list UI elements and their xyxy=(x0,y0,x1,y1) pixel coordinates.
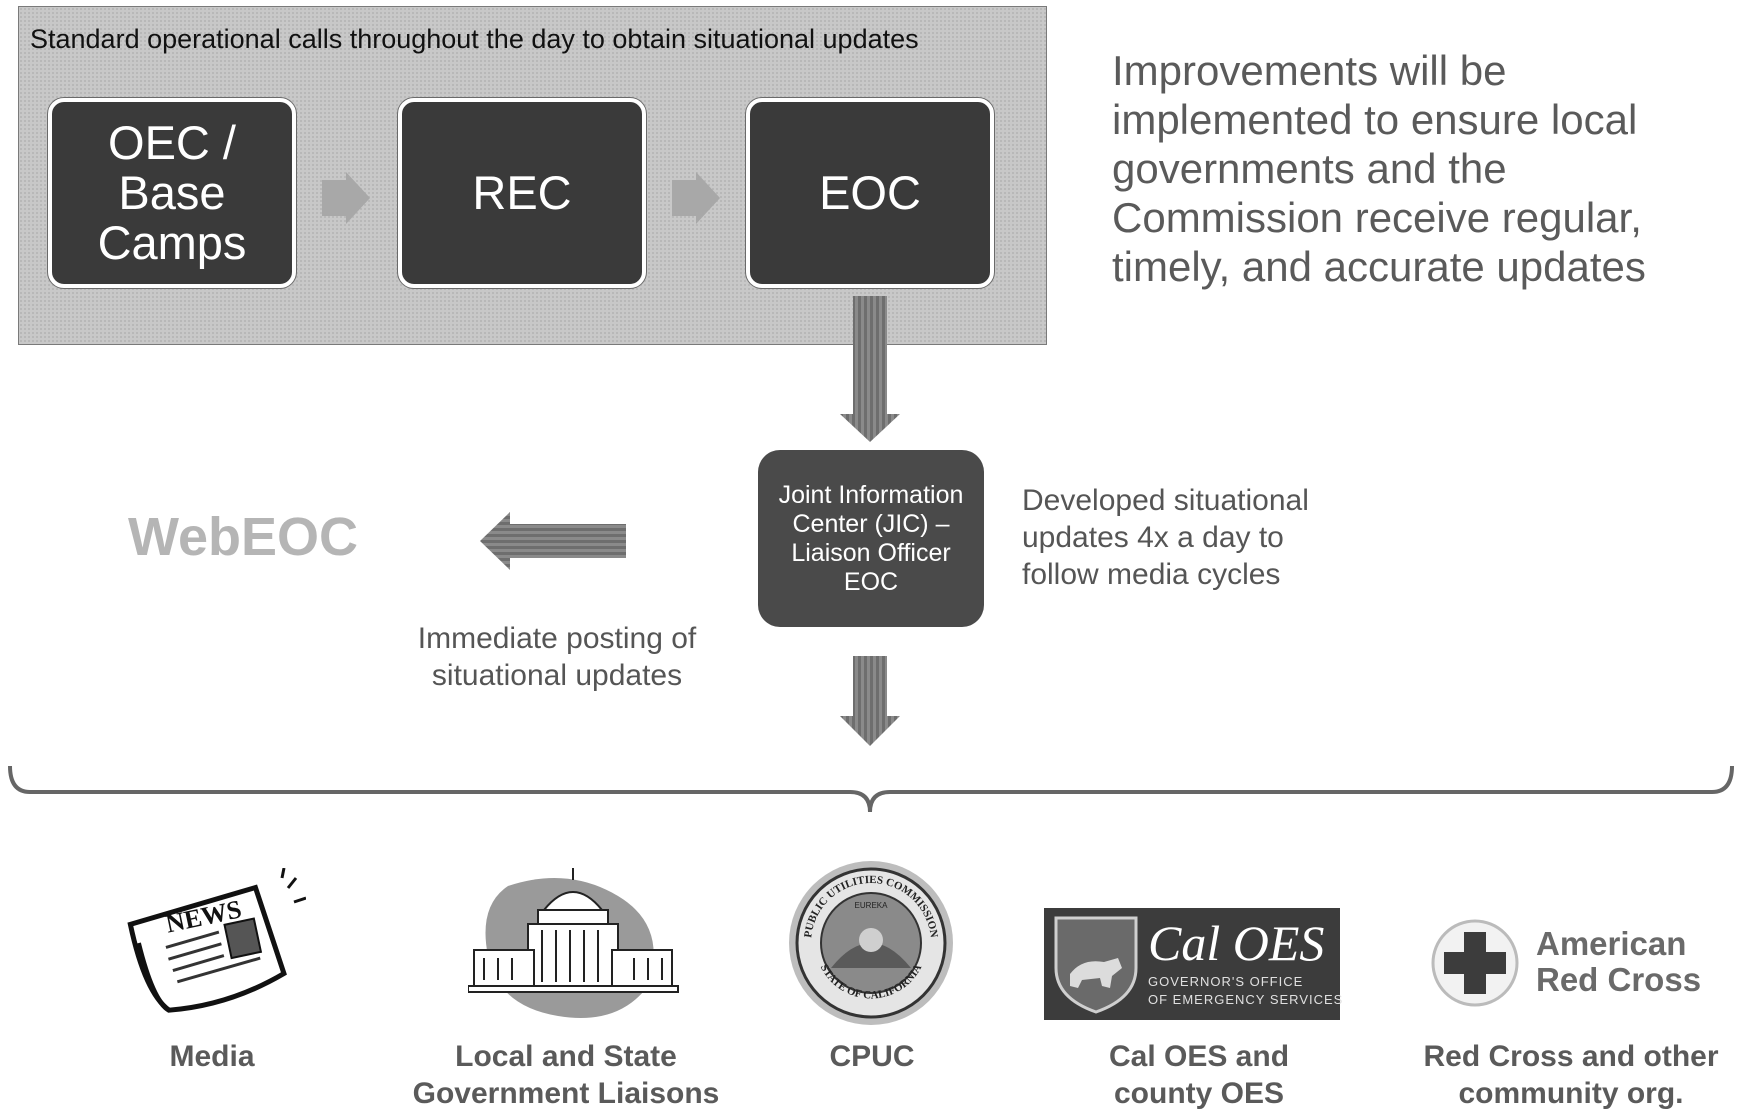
redcross-line1: American xyxy=(1536,925,1687,962)
cal-oes-logo: Cal OES GOVERNOR'S OFFICE OF EMERGENCY S… xyxy=(1044,908,1344,1020)
arrow-jic-to-webeoc xyxy=(480,512,626,570)
flow-chevron-body-1 xyxy=(322,180,346,216)
capitol-building-icon xyxy=(468,868,679,1018)
audience-label-liaisons: Local and State Government Liaisons xyxy=(412,1040,720,1110)
cpuc-seal-icon: PUBLIC UTILITIES COMMISSION STATE OF CAL… xyxy=(789,861,953,1025)
stage-oec-base-camps: OEC / Base Camps xyxy=(48,98,296,288)
improvements-text: Improvements will be implemented to ensu… xyxy=(1112,47,1646,290)
caloes-sub1: GOVERNOR'S OFFICE xyxy=(1148,974,1304,989)
stage-rec: REC xyxy=(398,98,646,288)
arrow-jic-to-audiences xyxy=(840,656,900,746)
newspaper-icon: NEWS xyxy=(127,868,306,1013)
caloes-shield-icon xyxy=(1054,916,1138,1014)
stage-eoc: EOC xyxy=(746,98,994,288)
flow-chevron-body-2 xyxy=(672,180,696,216)
webeoc-label: WebEOC xyxy=(128,507,359,567)
caloes-sub2: OF EMERGENCY SERVICES xyxy=(1148,992,1344,1007)
audience-bracket xyxy=(8,765,1734,813)
seal-center-text: EUREKA xyxy=(855,901,889,910)
developed-note: Developed situational updates 4x a day t… xyxy=(1022,484,1309,591)
audience-label-cpuc: CPUC xyxy=(829,1040,915,1073)
audience-label-media: Media xyxy=(169,1040,255,1073)
caloes-title: Cal OES xyxy=(1148,915,1325,971)
audience-label-caloes: Cal OES and county OES xyxy=(1108,1040,1290,1110)
posting-note: Immediate posting of situational updates xyxy=(417,622,697,692)
redcross-line2: Red Cross xyxy=(1536,961,1702,998)
flow-chevron-1 xyxy=(346,172,370,224)
arrow-eoc-to-jic xyxy=(840,296,900,442)
red-cross-icon xyxy=(1431,919,1519,1007)
jic-box: Joint Information Center (JIC) – Liaison… xyxy=(758,450,984,627)
panel-caption: Standard operational calls throughout th… xyxy=(30,24,919,54)
audience-label-redcross: Red Cross and other community org. xyxy=(1423,1040,1719,1110)
flow-chevron-2 xyxy=(696,172,720,224)
